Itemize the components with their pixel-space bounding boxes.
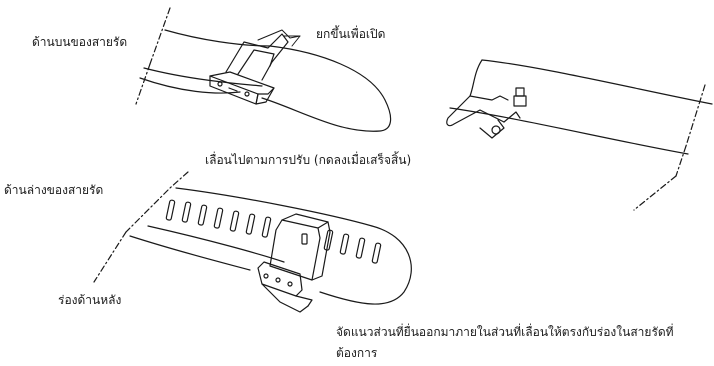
strap-slot [229,210,240,232]
upper-strap-figure [135,7,392,132]
strap-slot [371,242,382,264]
open-clasp-edge [469,95,509,101]
upper-strap-top-edge [164,29,271,47]
open-clasp-lever [479,119,505,139]
strap-slot [245,213,256,235]
open-strap-cut-line-top [685,84,706,147]
slider-top [209,71,275,95]
lift-arrow-head-icon [283,35,301,47]
upper-strap-mid-edge [143,67,263,87]
strap-slot [181,201,192,223]
lower-strap-underside [129,235,251,271]
lower-strap-cut-line-lower [93,231,127,283]
strap-slot [355,237,366,259]
lower-strap-top-edge [175,187,373,227]
hinge-knuckle-2 [515,87,525,97]
base-pin-1 [263,273,269,279]
label-align-note: จัดแนวส่วนที่ยื่นออกมาภายในส่วนที่เลื่อน… [336,325,674,360]
open-strap-cut-line [675,145,687,177]
slider-side [255,87,275,105]
strap-slots [165,199,382,264]
slider-under-edge [295,295,313,307]
strap-slot [165,199,176,221]
raised-clasp [225,33,289,81]
upper-strap-tip [261,45,392,132]
lower-strap-bottom-edge [147,225,285,263]
hinge-knuckle-1 [513,95,527,107]
label-lift-to-open: ยกขึ้นเพื่อเปิด [316,27,386,41]
open-clasp-hinge-plate [446,59,505,127]
slider-slot [228,87,238,92]
strap-cut-line-top [149,7,171,65]
lower-slider-top [281,213,329,229]
strap-slot [339,233,350,255]
label-back-groove: ร่องด้านหลัง [58,293,122,307]
open-clasp-joint [503,111,521,123]
open-strap-top-edge [481,59,713,105]
base-pin-3 [287,281,293,287]
slider-pin-2 [244,91,250,97]
label-lower-strap: ด้านล่างของสายรัด [4,183,104,197]
lower-strap-cut-line-top [169,171,189,189]
lift-arrow-icon [257,29,301,41]
raised-clasp-inner [237,49,275,75]
lower-slider-body [269,219,321,281]
slider-protrusion [301,233,308,245]
open-strap-bottom-edge [449,107,689,155]
lower-strap-cut-line [125,189,169,233]
lower-strap-figure [93,171,412,313]
slider-under-lip [261,283,309,313]
open-strap-cut-line-lower [633,175,677,211]
lower-slider-side [311,221,331,281]
base-pin-2 [275,277,281,283]
strap-slot [197,204,208,226]
strap-slot [213,207,224,229]
open-clasp-figure [446,59,713,211]
label-upper-strap: ด้านบนของสายรัด [32,35,128,49]
slider-pin-1 [217,81,223,87]
upper-strap-bottom-edge [139,77,241,94]
strap-cut-line-top-lower [135,63,151,105]
strap-slot [261,216,272,238]
label-slide-to-adjust: เลื่อนไปตามการปรับ (กดลงเมื่อเสร็จสิ้น) [205,153,412,167]
lower-strap-tip [319,225,412,305]
